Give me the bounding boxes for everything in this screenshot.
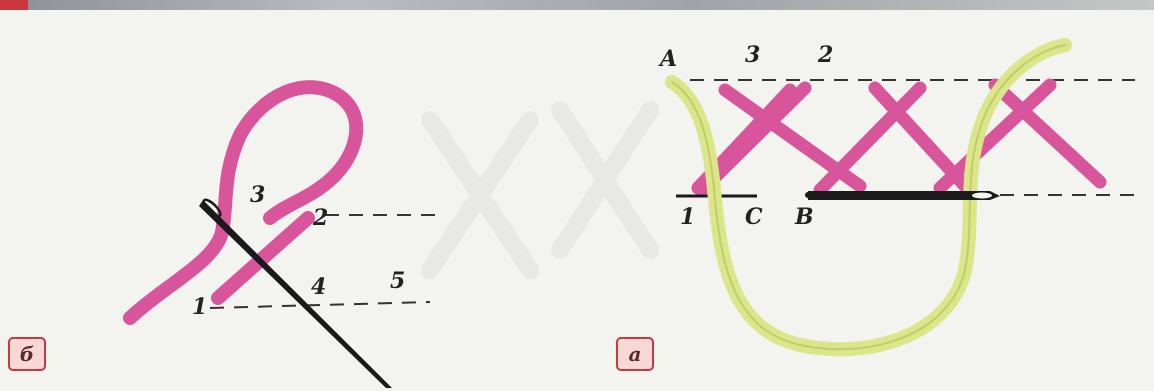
left-label-3: 3 [250,182,265,208]
left-label-5: 5 [390,268,405,294]
right-label-B: B [794,204,814,230]
right-label-C: C [745,204,763,230]
right-needle [808,191,1000,200]
panel-tag-b: б [8,337,46,371]
left-pink-thread-loop [123,80,364,325]
right-stitch-diagram: A 3 2 1 C B [658,38,1135,357]
left-bottom-dashed-line [209,301,431,309]
right-label-1: 1 [680,204,695,230]
background-ghost-crosses [421,101,659,279]
right-needle-eye [972,192,992,199]
right-label-A: A [658,46,677,72]
left-label-1: 1 [192,294,207,320]
red-tab-marker [0,0,28,10]
right-pink-cross-stitches [691,78,1107,197]
left-needle-eye [202,198,222,218]
left-pink-stitch [211,211,315,305]
top-page-strip [0,0,1154,10]
left-label-4: 4 [311,274,326,300]
right-label-2: 2 [817,42,833,68]
panel-tag-a: а [616,337,654,371]
left-needle [199,200,392,388]
left-stitch-diagram: 3 2 1 4 5 [123,80,435,388]
right-label-3: 3 [745,42,760,68]
left-label-2: 2 [312,205,328,231]
